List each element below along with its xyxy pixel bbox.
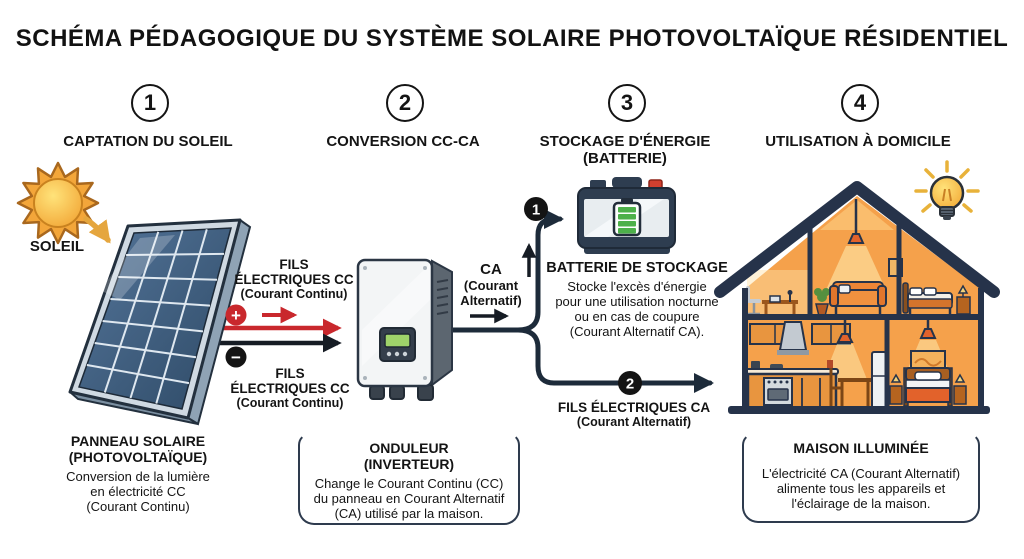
step-label-3: STOCKAGE D'ÉNERGIE (BATTERIE) xyxy=(539,133,711,167)
battery-description: Stocke l'excès d'énergie pour une utilis… xyxy=(555,279,719,339)
badge-2-number: 2 xyxy=(626,376,634,393)
house-illustration xyxy=(714,181,1000,414)
badge-battery-path: 1 xyxy=(524,197,548,221)
dc-wires-label-bottom: FILS ÉLECTRIQUES CC (Courant Continu) xyxy=(230,366,350,410)
ac-wires xyxy=(447,209,714,393)
step-number-4: 4 xyxy=(853,90,867,115)
plus-symbol: + xyxy=(231,306,241,325)
step-number-1: 1 xyxy=(143,90,157,115)
badge-1-number: 1 xyxy=(532,202,540,219)
battery-title: BATTERIE DE STOCKAGE xyxy=(546,260,728,276)
step-label-1: CAPTATION DU SOLEIL xyxy=(63,133,233,150)
step-number-2: 2 xyxy=(398,90,412,115)
sun-label: SOLEIL xyxy=(29,238,85,255)
step-circle-1: 1 xyxy=(131,84,169,122)
inverter-illustration xyxy=(356,258,453,401)
solar-panel-illustration xyxy=(68,218,252,426)
step-circle-3: 3 xyxy=(608,84,646,122)
page-title: SCHÉMA PÉDAGOGIQUE DU SYSTÈME SOLAIRE PH… xyxy=(15,25,1009,52)
dc-wires-label-top: FILS ÉLECTRIQUES CC (Courant Continu) xyxy=(234,257,354,301)
step-number-3: 3 xyxy=(620,90,634,115)
minus-badge: − xyxy=(225,346,247,368)
step-circle-4: 4 xyxy=(841,84,879,122)
inverter-caption-box: ONDULEUR (INVERTEUR) Change le Courant C… xyxy=(298,433,520,525)
badge-house-path: 2 xyxy=(618,371,642,395)
step-label-4: UTILISATION À DOMICILE xyxy=(765,133,951,150)
battery-illustration xyxy=(577,177,676,254)
panel-caption: PANNEAU SOLAIRE (PHOTOVOLTAÏQUE) Convers… xyxy=(66,433,210,514)
ca-label: CA (Courant Alternatif) xyxy=(460,261,522,309)
lightbulb-icon xyxy=(914,160,980,220)
house-caption-box: MAISON ILLUMINÉE L'électricité CA (Coura… xyxy=(742,433,980,523)
ac-wire-label: FILS ÉLECTRIQUES CA (Courant Alternatif) xyxy=(557,400,711,429)
step-circle-2: 2 xyxy=(386,84,424,122)
plus-badge: + xyxy=(225,304,247,326)
minus-symbol: − xyxy=(231,348,241,367)
step-label-2: CONVERSION CC-CA xyxy=(326,133,480,150)
sun-icon xyxy=(16,161,100,245)
sun-ray-arrow xyxy=(83,216,111,244)
